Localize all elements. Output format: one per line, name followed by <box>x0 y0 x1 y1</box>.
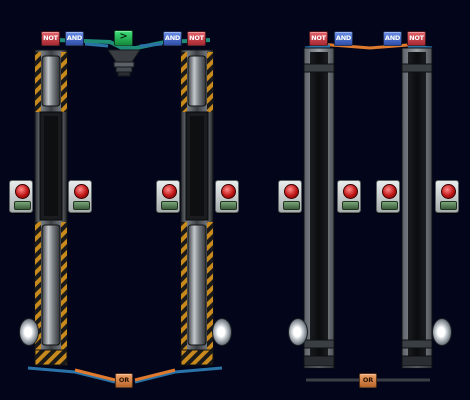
left-button-2[interactable] <box>68 180 92 213</box>
right-or-gate[interactable]: OR <box>359 373 377 388</box>
red-button-icon <box>162 184 177 199</box>
left-pillar-a <box>34 49 68 366</box>
left-button-4[interactable] <box>215 180 239 213</box>
button-indicator <box>440 201 457 210</box>
button-indicator <box>73 201 90 210</box>
right-not-gate-2[interactable]: NOT <box>407 31 426 46</box>
left-disk-2 <box>212 318 232 346</box>
left-button-1[interactable] <box>9 180 33 213</box>
right-button-2[interactable] <box>337 180 361 213</box>
right-disk-1 <box>288 318 308 346</box>
red-button-icon <box>382 184 397 199</box>
right-machine <box>303 42 433 382</box>
button-indicator <box>14 201 31 210</box>
left-disk-1 <box>19 318 39 346</box>
red-button-icon <box>343 184 358 199</box>
left-and-gate-1[interactable]: AND <box>65 31 84 46</box>
red-button-icon <box>441 184 456 199</box>
right-not-gate-1[interactable]: NOT <box>309 31 328 46</box>
button-indicator <box>342 201 359 210</box>
red-button-icon <box>74 184 89 199</box>
right-rail-b <box>401 47 433 369</box>
left-machine <box>27 38 223 384</box>
button-indicator <box>161 201 178 210</box>
red-button-icon <box>15 184 30 199</box>
right-button-1[interactable] <box>278 180 302 213</box>
funnel-hopper <box>107 49 141 77</box>
left-or-gate[interactable]: OR <box>115 373 133 388</box>
red-button-icon <box>284 184 299 199</box>
right-and-gate-2[interactable]: AND <box>383 31 402 46</box>
right-button-4[interactable] <box>435 180 459 213</box>
left-not-gate-2[interactable]: NOT <box>187 31 206 46</box>
left-button-3[interactable] <box>156 180 180 213</box>
button-indicator <box>381 201 398 210</box>
right-disk-2 <box>432 318 452 346</box>
left-pillar-b <box>180 49 214 366</box>
right-rail-a <box>303 47 335 369</box>
left-and-gate-2[interactable]: AND <box>163 31 182 46</box>
button-indicator <box>220 201 237 210</box>
left-arrow-gate[interactable]: > <box>114 30 133 46</box>
right-and-gate-1[interactable]: AND <box>334 31 353 46</box>
left-not-gate-1[interactable]: NOT <box>41 31 60 46</box>
button-indicator <box>283 201 300 210</box>
right-button-3[interactable] <box>376 180 400 213</box>
left-bottom-wires <box>27 366 223 384</box>
red-button-icon <box>221 184 236 199</box>
